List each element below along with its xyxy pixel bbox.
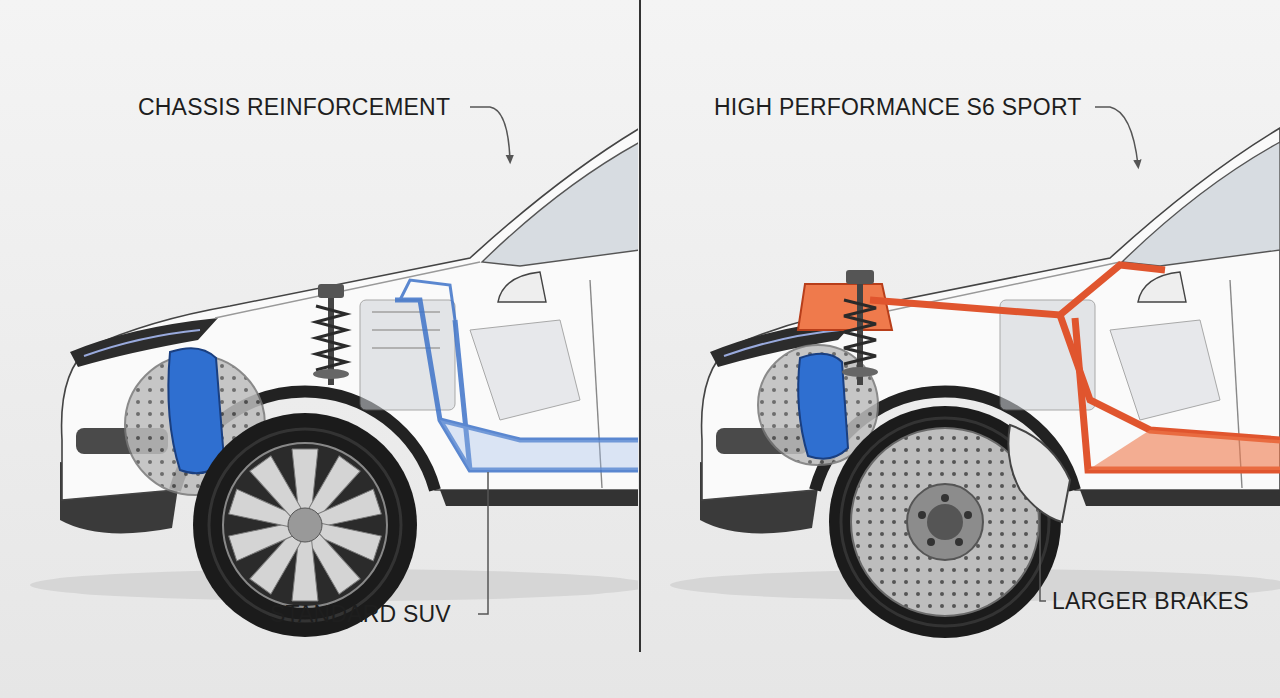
strut-spring bbox=[842, 270, 878, 385]
leader-lines bbox=[1040, 512, 1046, 601]
engine-ghost bbox=[1000, 300, 1220, 420]
wheel bbox=[209, 429, 401, 621]
chassis-frame-reinforced bbox=[1060, 315, 1280, 440]
leader-lines bbox=[470, 107, 1138, 614]
leader-lines bbox=[470, 107, 510, 160]
chassis-frame-reinforced bbox=[1075, 318, 1280, 470]
engine-ghost bbox=[1110, 320, 1220, 420]
wheel-large-brakes bbox=[941, 494, 949, 502]
chassis-frame-reinforced bbox=[870, 265, 1165, 315]
strut-spring bbox=[844, 300, 876, 364]
engine-ghost bbox=[372, 312, 440, 348]
divider bbox=[639, 0, 641, 652]
leader-lines bbox=[478, 472, 488, 614]
part-label: LARGER BRAKES bbox=[1052, 587, 1249, 615]
standard-suv-drawing bbox=[30, 128, 638, 601]
wheel-large-brakes bbox=[918, 511, 926, 519]
strut-spring bbox=[313, 369, 349, 379]
frame-fill bbox=[440, 420, 638, 470]
chassis-frame bbox=[395, 280, 638, 470]
part-label: CHASSIS REINFORCEMENT bbox=[138, 93, 450, 121]
engine-ghost bbox=[360, 300, 580, 420]
wheel-large-brakes bbox=[927, 504, 963, 540]
leader-lines bbox=[1095, 107, 1138, 165]
chassis-frame bbox=[395, 300, 638, 470]
brake-caliper bbox=[168, 348, 224, 473]
strut-spring bbox=[318, 284, 344, 298]
wheel-large-brakes bbox=[955, 538, 963, 546]
strut-spring bbox=[316, 306, 346, 370]
part-label: HIGH PERFORMANCE S6 SPORT bbox=[714, 93, 1082, 121]
performance-drawing bbox=[670, 128, 1280, 601]
standard-suv-drawing bbox=[30, 128, 638, 637]
wheel bbox=[223, 443, 387, 607]
chassis-frame-reinforced bbox=[1088, 430, 1280, 470]
large-caliper bbox=[1008, 425, 1070, 522]
performance-drawing bbox=[670, 128, 1280, 638]
strut-spring bbox=[842, 367, 878, 377]
wheel bbox=[288, 508, 322, 542]
chassis-frame-reinforced bbox=[798, 284, 892, 330]
part-label: STANDARD SUV bbox=[270, 600, 451, 628]
brake-caliper bbox=[798, 354, 848, 459]
wheel-large-brakes bbox=[927, 538, 935, 546]
strut-spring bbox=[313, 284, 349, 385]
engine-ghost bbox=[470, 320, 580, 420]
strut-spring bbox=[846, 270, 874, 284]
wheel-large-brakes bbox=[964, 511, 972, 519]
chassis-frame bbox=[400, 280, 455, 320]
wheel-large-brakes bbox=[907, 484, 983, 560]
engine-ghost bbox=[360, 300, 455, 410]
